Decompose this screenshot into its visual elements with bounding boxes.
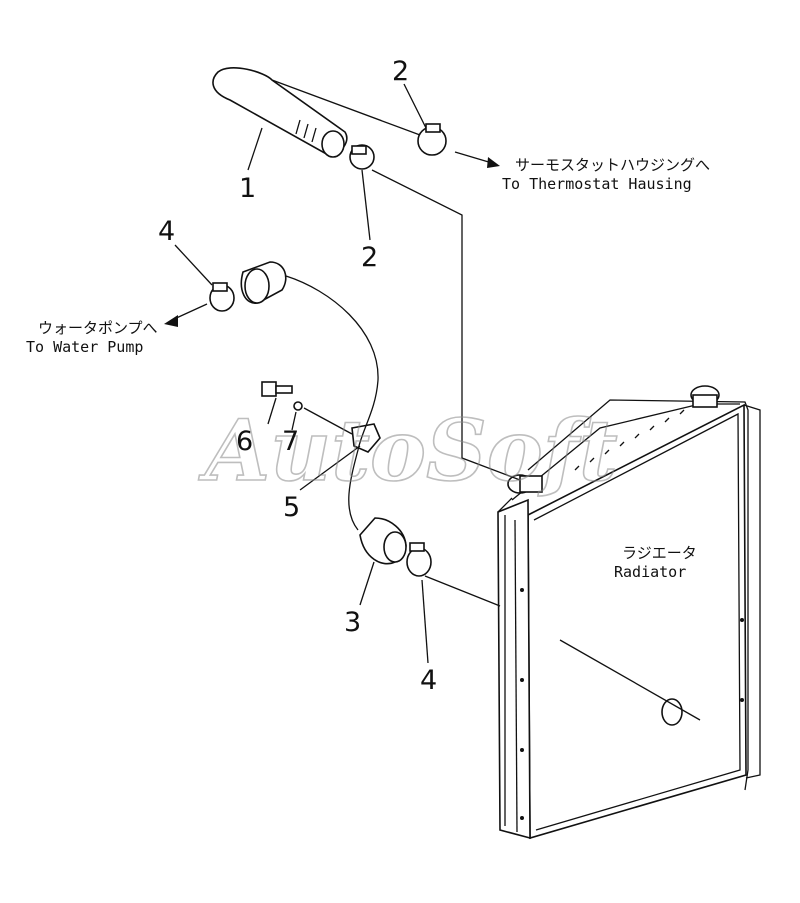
lower-hose-part-3 [359, 517, 407, 565]
hose-upper-left [240, 261, 287, 304]
label-radiator-jp: ラジエータ [622, 544, 697, 562]
clamp-part-2-mid [349, 144, 375, 170]
clamp-part-4-top [209, 282, 235, 312]
callout-3: 3 [344, 607, 361, 638]
upper-hose-part-1 [212, 67, 348, 158]
callout-5: 5 [283, 492, 300, 523]
bolt-part-6 [261, 381, 293, 397]
callout-4-bottom: 4 [420, 665, 437, 696]
washer-part-7 [293, 401, 303, 411]
clamp-part-2-top [417, 123, 447, 156]
callout-1: 1 [239, 173, 256, 204]
callout-7: 7 [282, 426, 299, 457]
radiator [497, 385, 761, 840]
callout-2-mid: 2 [361, 242, 378, 273]
label-thermostat-en: To Thermostat Hausing [502, 175, 692, 193]
callout-6: 6 [236, 426, 253, 457]
label-water-pump-en: To Water Pump [26, 338, 143, 356]
label-water-pump-jp: ウォータポンプへ [38, 319, 158, 337]
callout-2-top: 2 [392, 56, 409, 87]
watermark: AutoSoft [198, 401, 618, 500]
leader-lines [164, 79, 521, 664]
callout-4-top: 4 [158, 216, 175, 247]
label-thermostat-jp: サーモスタットハウジングへ [515, 156, 710, 174]
label-radiator-en: Radiator [614, 563, 686, 581]
clamp-part-4-bottom [406, 542, 432, 577]
